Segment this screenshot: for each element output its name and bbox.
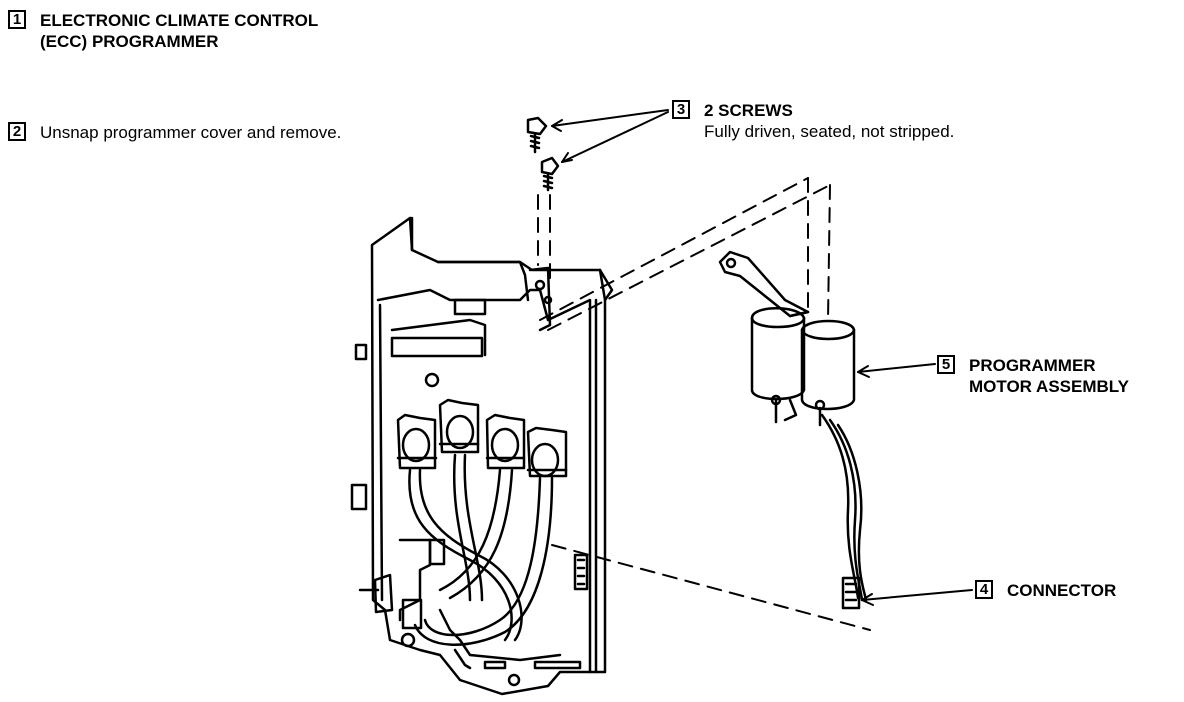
callout-2: 2 Unsnap programmer cover and remove. — [8, 122, 468, 146]
callout-1: 1 ELECTRONIC CLIMATE CONTROL (ECC) PROGR… — [8, 10, 408, 54]
screws — [526, 116, 560, 192]
callout-1-line1: ELECTRONIC CLIMATE CONTROL — [40, 11, 319, 30]
callout-number-box: 3 — [672, 100, 690, 119]
callout-4-line1: CONNECTOR — [1007, 581, 1117, 600]
vacuum-valves — [396, 398, 568, 478]
callout-3-line1: 2 SCREWS — [704, 101, 793, 120]
callout-5-line2: MOTOR ASSEMBLY — [969, 377, 1129, 396]
callout-number-box: 2 — [8, 122, 26, 141]
callout-1-line2: (ECC) PROGRAMMER — [40, 32, 219, 51]
callout-5: 5 PROGRAMMER MOTOR ASSEMBLY — [937, 355, 1177, 401]
assembly-dashed-lines — [537, 177, 871, 631]
callout-3-line2: Fully driven, seated, not stripped. — [704, 122, 955, 141]
callout-3: 3 2 SCREWS Fully driven, seated, not str… — [672, 100, 1092, 146]
callout-4: 4 CONNECTOR — [975, 580, 1165, 604]
screw-leader-lines — [551, 109, 669, 163]
programmer-motor-assembly — [718, 250, 868, 610]
callout-2-line1: Unsnap programmer cover and remove. — [40, 123, 342, 142]
callout-number-box: 1 — [8, 10, 26, 29]
callout-number-box: 4 — [975, 580, 993, 599]
callout-number-box: 5 — [937, 355, 955, 374]
callout-leaders — [857, 363, 973, 606]
callout-5-line1: PROGRAMMER — [969, 356, 1096, 375]
vacuum-hoses — [408, 453, 554, 646]
programmer-housing — [350, 216, 614, 696]
